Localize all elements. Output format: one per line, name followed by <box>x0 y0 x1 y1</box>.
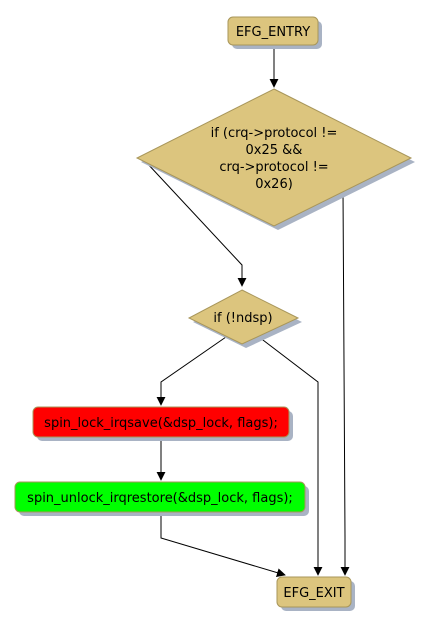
entry-node-label: EFG_ENTRY <box>236 25 310 40</box>
lock-node-label: spin_lock_irqsave(&dsp_lock, flags); <box>44 416 278 431</box>
exit-node-box <box>276 576 352 608</box>
ndsp-check-diamond <box>187 289 300 345</box>
protocol-check-node: if (crq->protocol != 0x25 && crq->protoc… <box>135 88 415 230</box>
ndsp-check-label: if (!ndsp) <box>213 311 272 326</box>
exit-node: EFG_EXIT <box>276 576 355 611</box>
protocol-check-diamond <box>135 88 413 227</box>
unlock-node: spin_unlock_irqrestore(&dsp_lock, flags)… <box>14 481 309 516</box>
entry-node-box <box>227 16 319 46</box>
unlock-node-box <box>14 481 306 513</box>
exit-node-label: EFG_EXIT <box>283 586 344 601</box>
edge-protocol-check-false-to-exit <box>340 189 350 576</box>
lock-node-box <box>32 406 290 438</box>
edge-unlock-to-exit <box>160 511 286 577</box>
unlock-node-label: spin_unlock_irqrestore(&dsp_lock, flags)… <box>27 491 293 506</box>
protocol-check-label-line-3: crq->protocol != <box>219 160 328 175</box>
edge-protocol-check-true-to-ndsp-check <box>145 161 247 287</box>
protocol-check-label-line-4: 0x26) <box>255 177 293 192</box>
lock-node: spin_lock_irqsave(&dsp_lock, flags); <box>32 406 293 441</box>
edge-ndsp-check-true-to-lock <box>156 336 227 406</box>
edges <box>145 46 350 577</box>
entry-node: EFG_ENTRY <box>227 16 322 49</box>
ndsp-check-node: if (!ndsp) <box>187 289 302 348</box>
protocol-check-label-line-1: if (crq->protocol != <box>211 126 338 141</box>
protocol-check-label-line-2: 0x25 && <box>246 143 303 158</box>
edge-ndsp-check-false-to-exit <box>258 336 323 576</box>
